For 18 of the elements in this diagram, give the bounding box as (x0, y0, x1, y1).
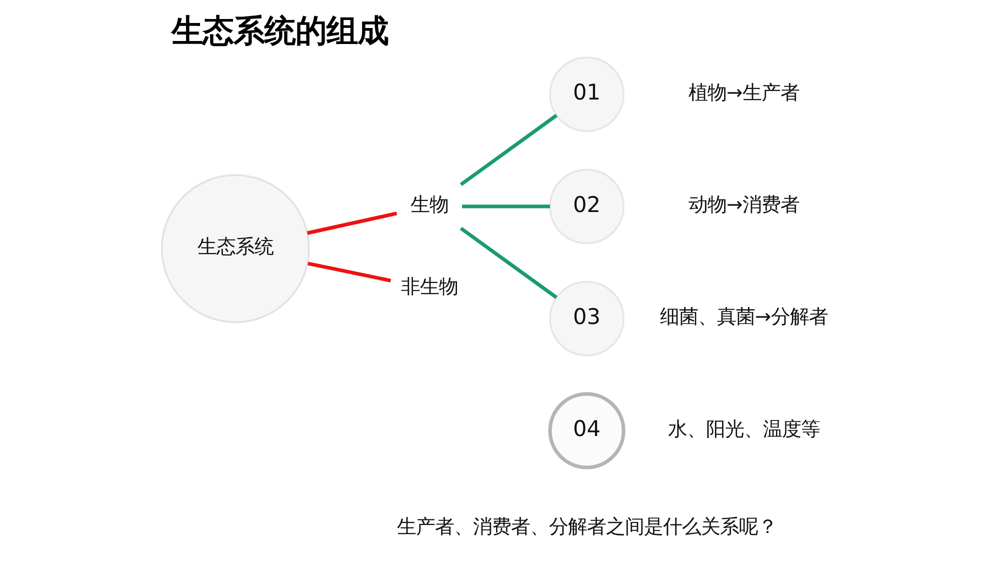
diagram-title: 生态系统的组成 (171, 14, 388, 50)
node-label: 植物→生产者 (688, 80, 800, 104)
node-label: 细菌、真菌→分解者 (660, 305, 828, 328)
node-circle: 生态系统 (160, 174, 310, 324)
connector (460, 114, 558, 186)
node-text: 非生物 (400, 275, 458, 298)
connector (462, 204, 550, 208)
node-circle: 01 (549, 56, 624, 132)
connector (460, 226, 558, 299)
label: 生产者、消费者、分解者之间是什么关系呢？ (396, 514, 777, 538)
node-text: 生物 (410, 193, 448, 216)
node-label: 动物→消费者 (688, 193, 800, 216)
connector (308, 262, 392, 282)
node-circle: 03 (549, 280, 624, 356)
node-circle: 04 (548, 392, 626, 470)
node-circle: 02 (549, 168, 624, 244)
node-label: 水、阳光、温度等 (668, 417, 820, 440)
connector (307, 212, 398, 235)
